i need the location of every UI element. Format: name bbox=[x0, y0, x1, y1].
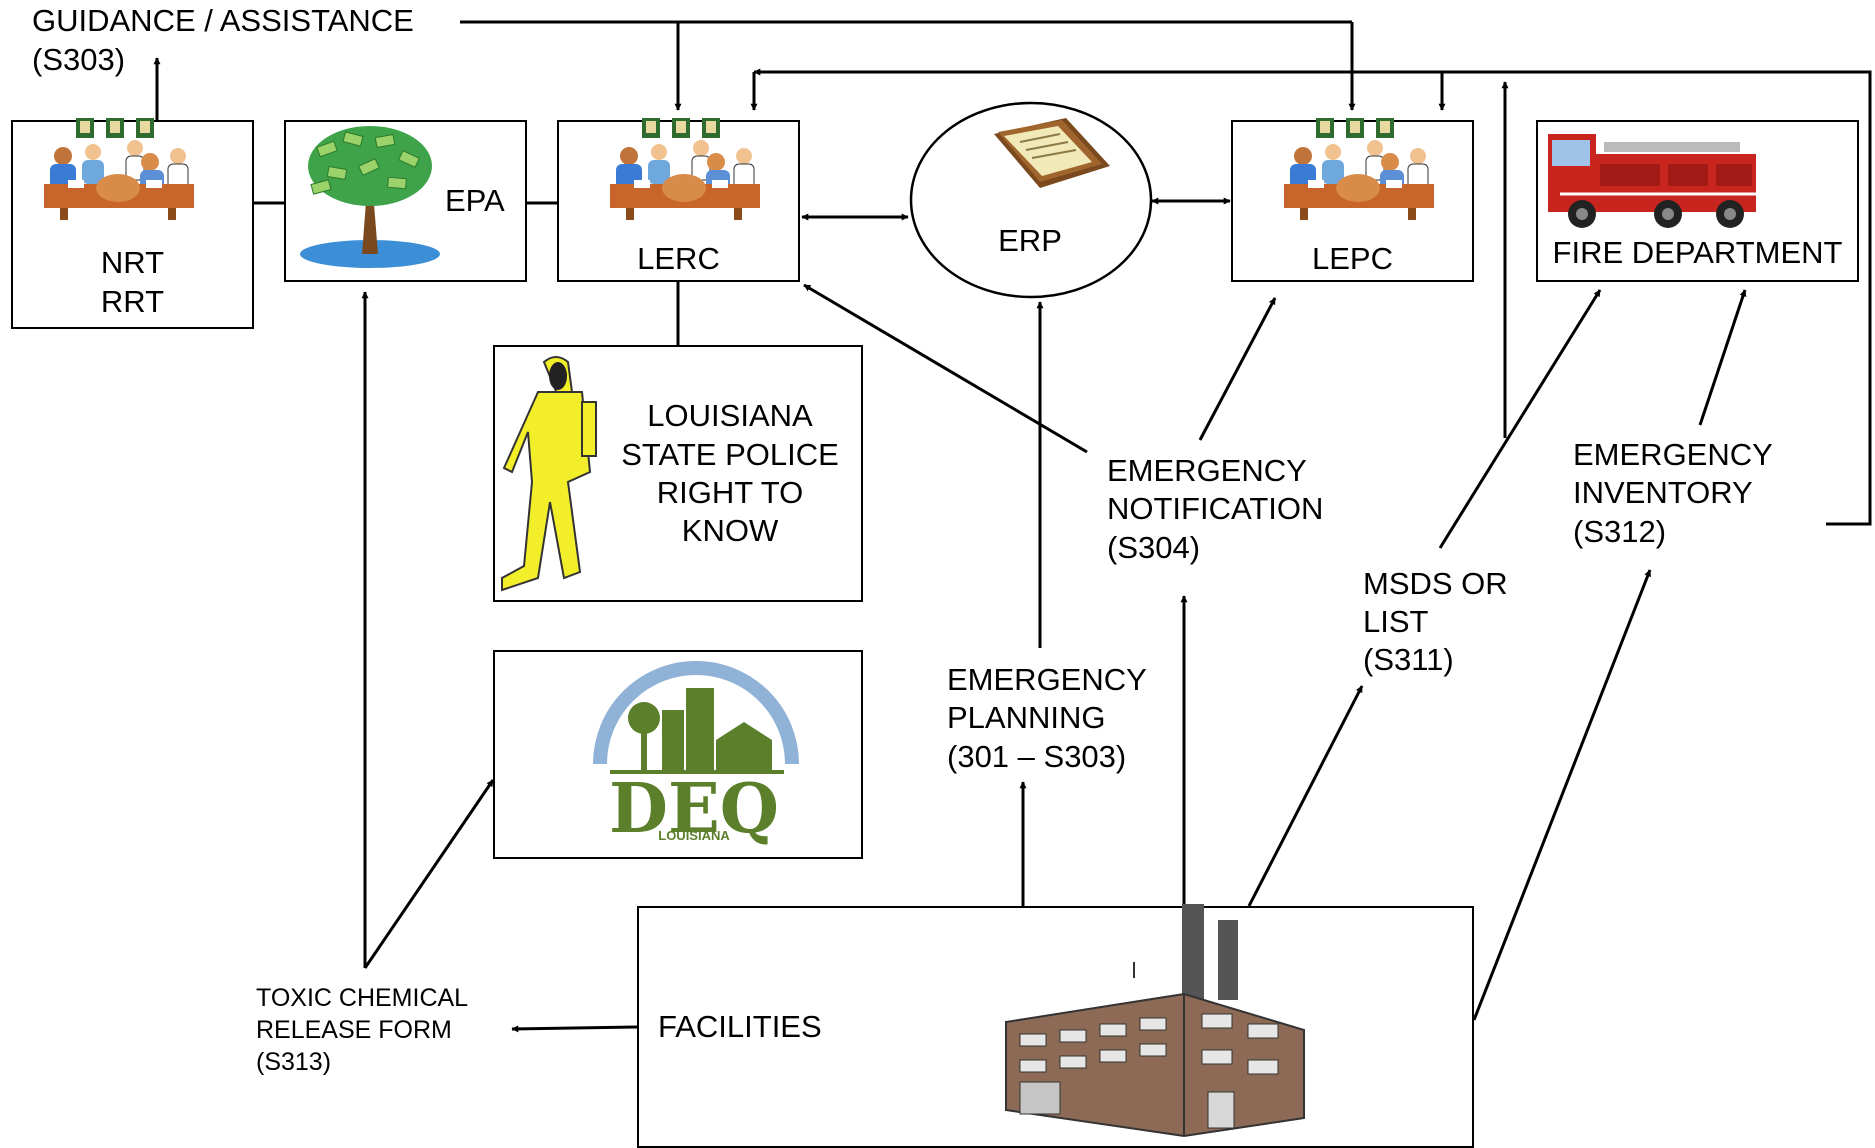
msds-arrows bbox=[1247, 289, 1602, 907]
erp-label: ERP bbox=[998, 223, 1062, 258]
fire-department-label: FIRE DEPARTMENT bbox=[1552, 235, 1843, 270]
lsp-line2: STATE POLICE bbox=[621, 437, 839, 472]
agency-links bbox=[253, 201, 680, 345]
guidance-label: GUIDANCE / ASSISTANCE bbox=[32, 3, 414, 38]
inventory-feedback-loop bbox=[750, 68, 1872, 526]
emergency-notification-line2: NOTIFICATION bbox=[1107, 491, 1324, 526]
toxic-release-line1: TOXIC CHEMICAL bbox=[256, 984, 469, 1012]
lsp-line4: KNOW bbox=[681, 513, 779, 548]
rrt-label: RRT bbox=[100, 284, 165, 319]
emergency-planning-line3: (301 – S303) bbox=[947, 739, 1127, 774]
emergency-inventory-line1: EMERGENCY bbox=[1573, 437, 1773, 472]
guidance-section: (S303) bbox=[32, 42, 126, 77]
msds-line1: MSDS OR bbox=[1363, 566, 1508, 601]
documents-icon bbox=[994, 118, 1110, 188]
lsp-line3: RIGHT TO bbox=[656, 475, 804, 510]
nrt-label: NRT bbox=[100, 245, 165, 280]
toxic-release-line3: (S313) bbox=[256, 1048, 332, 1076]
toxic-release-arrows bbox=[361, 291, 638, 1033]
emergency-planning-line2: PLANNING bbox=[947, 700, 1106, 735]
lsp-line1: LOUISIANA bbox=[647, 398, 813, 433]
planning-arrows bbox=[1019, 301, 1044, 906]
emergency-planning-line1: EMERGENCY bbox=[947, 662, 1147, 697]
msds-line2: LIST bbox=[1363, 604, 1429, 639]
msds-line3: (S311) bbox=[1363, 642, 1454, 677]
inventory-arrows bbox=[1472, 289, 1747, 1021]
emergency-inventory-line3: (S312) bbox=[1573, 514, 1667, 549]
lepc-label: LEPC bbox=[1312, 241, 1393, 276]
facilities-label: FACILITIES bbox=[658, 1009, 822, 1044]
lerc-label: LERC bbox=[637, 241, 720, 276]
toxic-release-line2: RELEASE FORM bbox=[256, 1016, 452, 1044]
emergency-notification-line3: (S304) bbox=[1107, 530, 1201, 565]
deq-box bbox=[493, 650, 863, 859]
epa-label: EPA bbox=[445, 183, 505, 218]
guidance-connector bbox=[460, 20, 1356, 111]
emergency-inventory-line2: INVENTORY bbox=[1573, 475, 1753, 510]
emergency-notification-line1: EMERGENCY bbox=[1107, 453, 1307, 488]
